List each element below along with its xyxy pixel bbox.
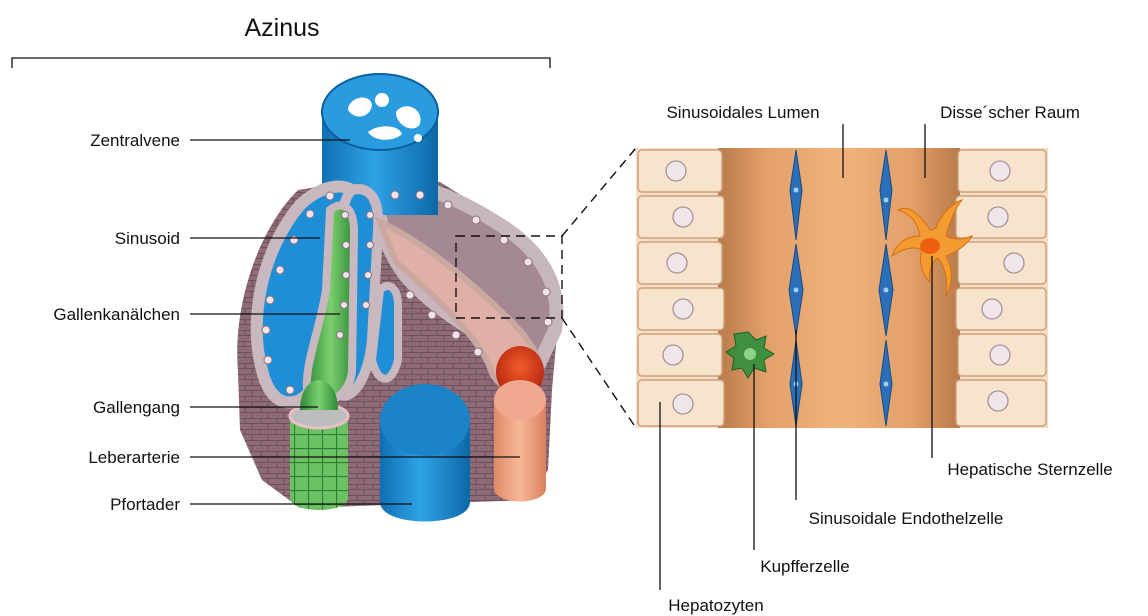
label-leberarterie: Leberarterie <box>88 448 180 467</box>
portal-vein-top <box>380 384 470 456</box>
label-endothelzelle: Sinusoidale Endothelzelle <box>809 509 1004 528</box>
central-vein-hole <box>414 134 422 142</box>
acinus-illustration <box>237 74 560 522</box>
label-gallenkanaelchen: Gallenkanälchen <box>53 305 180 324</box>
label-kupfferzelle: Kupfferzelle <box>760 557 849 576</box>
label-sinusoidales-lumen: Sinusoidales Lumen <box>666 103 819 122</box>
label-zentralvene: Zentralvene <box>90 131 180 150</box>
label-sinusoid: Sinusoid <box>115 229 180 248</box>
bile-duct-cylinder <box>290 418 348 510</box>
hepatocytes-left <box>638 150 724 426</box>
acinus-bracket <box>12 58 550 68</box>
zoom-line-top <box>562 148 636 236</box>
zoom-line-bottom <box>562 318 636 428</box>
stellate-nucleus <box>920 238 940 254</box>
sinusoid-detail <box>636 148 1048 428</box>
label-hepatozyten: Hepatozyten <box>668 596 763 615</box>
acinus-title: Azinus <box>244 14 319 42</box>
kupffer-nucleus <box>744 348 756 360</box>
label-gallengang: Gallengang <box>93 398 180 417</box>
central-vein-hole <box>375 93 389 107</box>
label-pfortader: Pfortader <box>110 495 180 514</box>
sinus-branch-small <box>372 286 398 379</box>
artery-cylinder-top <box>494 380 546 420</box>
label-sternzelle: Hepatische Sternzelle <box>947 460 1112 479</box>
label-disse-raum: Disse´scher Raum <box>940 103 1080 122</box>
hepatocytes-right <box>956 150 1046 426</box>
